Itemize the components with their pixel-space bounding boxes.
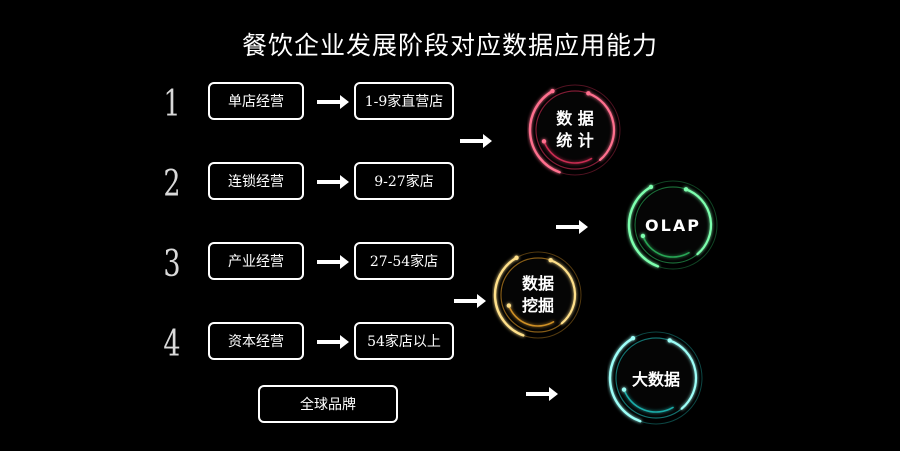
capability-label: 数 据 统 计 (527, 82, 623, 178)
ring-icon (528, 84, 621, 176)
capability-label-line1: 大数据 (631, 370, 680, 389)
stage-box-2: 连锁经营 (208, 162, 304, 200)
arrow-icon (454, 294, 486, 308)
capability-olap: OLAP (626, 178, 720, 272)
arrow-icon (317, 175, 349, 189)
arrow-icon (317, 335, 349, 349)
stage-number-2: 2 (163, 164, 181, 205)
capability-label-line1: 数 据 (556, 109, 594, 128)
stage-number-4: 4 (163, 324, 181, 365)
capability-label: 大数据 (607, 329, 705, 427)
capability-label-line2: 统 计 (556, 131, 594, 150)
capability-data-statistics: 数 据 统 计 (527, 82, 623, 178)
stage-box-1: 单店经营 (208, 82, 304, 120)
arrow-icon (317, 255, 349, 269)
capability-label-line1: 数据 (521, 274, 554, 293)
stage-number-3: 3 (163, 244, 181, 285)
ring-icon (608, 331, 703, 425)
capability-label-line1: OLAP (645, 215, 701, 235)
arrow-icon (556, 220, 588, 234)
capability-label: OLAP (626, 178, 720, 272)
scale-box-1: 1-9家直营店 (354, 82, 454, 120)
capability-label: 数据 挖掘 (492, 249, 584, 341)
ring-icon (627, 180, 718, 270)
arrow-icon (526, 387, 558, 401)
ring-icon (493, 251, 582, 339)
capability-big-data: 大数据 (607, 329, 705, 427)
global-brand-box: 全球品牌 (258, 385, 398, 423)
arrow-icon (460, 134, 492, 148)
scale-box-3: 27-54家店 (354, 242, 454, 280)
page-title: 餐饮企业发展阶段对应数据应用能力 (241, 31, 658, 60)
scale-box-4: 54家店以上 (354, 322, 454, 360)
stage-box-4: 资本经营 (208, 322, 304, 360)
arrow-icon (317, 95, 349, 109)
stage-box-3: 产业经营 (208, 242, 304, 280)
capability-data-mining: 数据 挖掘 (492, 249, 584, 341)
scale-box-2: 9-27家店 (354, 162, 454, 200)
stage-number-1: 1 (163, 84, 181, 125)
capability-label-line2: 挖掘 (521, 296, 554, 315)
